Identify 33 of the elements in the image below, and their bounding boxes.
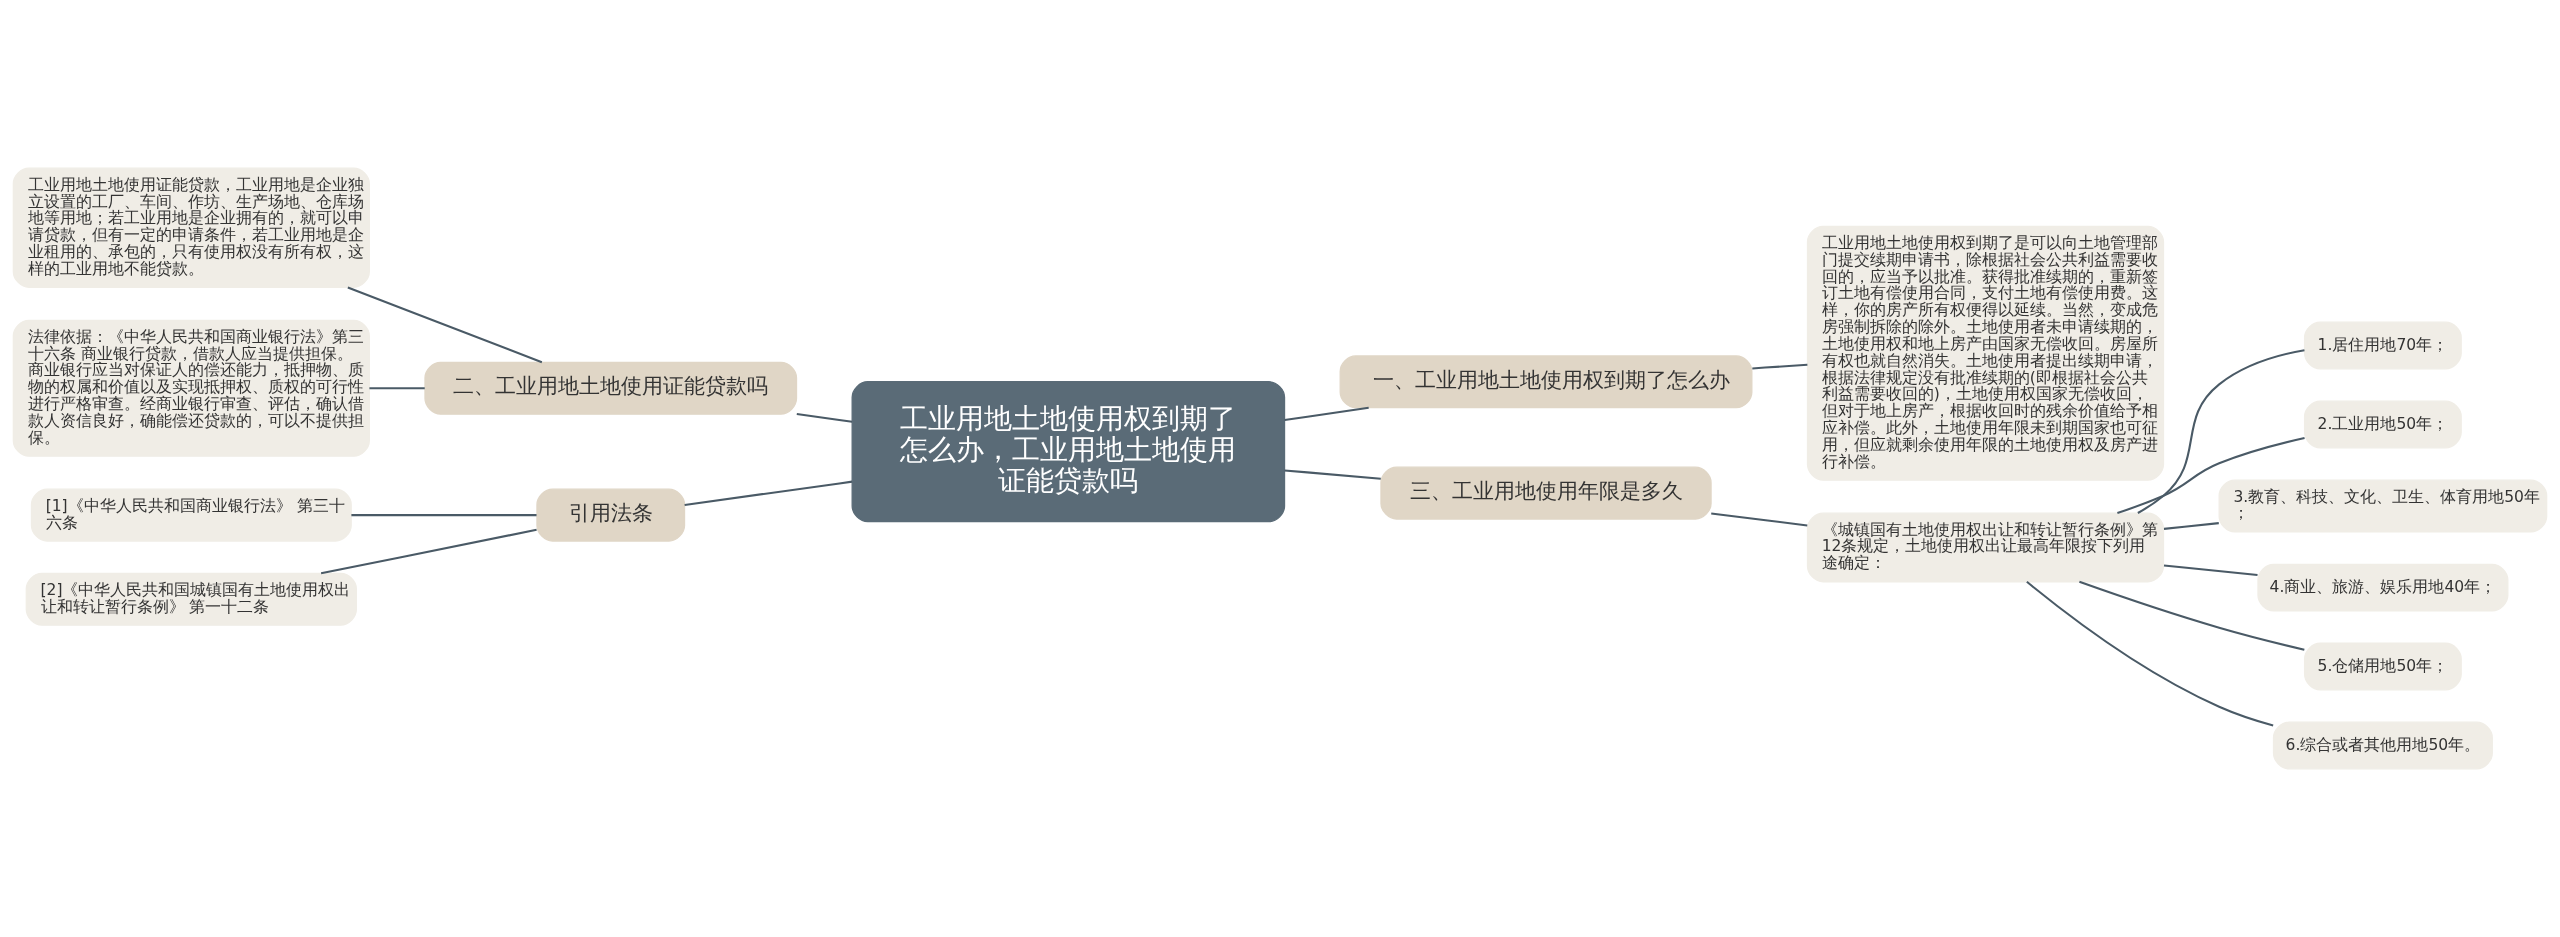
node-box: 工业用地土地使用权到期了是可以向土地管理部门提交续期申请书，除根据社会公共利益需要收回的，应当予以批准。获得批准续期的，重新签订土地有偿使用合同，支付土地有偿使用费。这样，你的房产所有权便得以延续。当然，变成危房强制拆除的除外。土地使用者未申请续期的，土地使用权和地上房产由国家无偿收回。房屋所有权也就自然消失。土地使用者提出续期申请，根据法律规定没有批准续期的(即根据社会公共利益需要收回的)，土地使用权国家无偿收回，但对于地上房产，根据收回时的残余价值给予相应补偿。此外，土地使用年限未到期国家也可征用，但应就剩余使用年限的土地使用权及房产进行补偿。 [1806, 225, 2165, 481]
connector [2026, 580, 2274, 727]
connector [796, 412, 853, 423]
connector [1752, 363, 1808, 370]
node-box: 引用法条 [536, 488, 686, 542]
node-box: 工业用地土地使用证能贷款，工业用地是企业独立设置的工厂、车间、作坊、生产场地、仓库场地等用地；若工业用地是企业拥有的，就可以申请贷款，但有一定的申请条件，若工业用地是企业租用的、承包的，只有使用权没有所有权，这样的工业用地不能贷款。 [12, 167, 370, 288]
node-box: [2]《中华人民共和国城镇国有土地使用权出让和转让暂行条例》 第一十二条 [25, 572, 358, 626]
connector [369, 387, 425, 390]
connector [347, 286, 543, 364]
node-box: [1]《中华人民共和国商业银行法》 第三十六条 [30, 488, 352, 542]
connector [2117, 437, 2305, 515]
node-box: 一、工业用地土地使用权到期了怎么办 [1339, 355, 1753, 409]
connector [2079, 580, 2305, 651]
node-box: 2.工业用地50年； [2303, 400, 2462, 449]
node-box: 《城镇国有土地使用权出让和转让暂行条例》第12条规定，土地使用权出让最高年限按下列用途确定： [1806, 512, 2165, 583]
node-box: 4.商业、旅游、娱乐用地40年； [2257, 563, 2509, 612]
node-box: 法律依据：《中华人民共和国商业银行法》第三十六条 商业银行贷款，借款人应当提供担保。商业银行应当对保证人的偿还能力，抵押物、质物的权属和价值以及实现抵押权、质权的可行性进行严格审查。经商业银行审查、评估，确认借款人资信良好，确能偿还贷款的，可以不提供担保。 [12, 319, 370, 457]
connector [320, 528, 537, 575]
connector [2163, 564, 2258, 576]
connector [351, 514, 537, 517]
node-box: 三、工业用地使用年限是多久 [1380, 466, 1712, 520]
node-box: 3.教育、科技、文化、卫生、体育用地50年； [2218, 479, 2548, 533]
node-box: 6.综合或者其他用地50年。 [2272, 721, 2493, 770]
connector [1284, 469, 1381, 480]
connector [2137, 349, 2305, 514]
connector [1284, 406, 1369, 422]
node-box: 二、工业用地土地使用证能贷款吗 [424, 361, 798, 415]
node-box: 工业用地土地使用权到期了怎么办，工业用地土地使用证能贷款吗 [851, 381, 1286, 523]
node-box: 1.居住用地70年； [2303, 321, 2462, 370]
node-box: 5.仓储用地50年； [2303, 642, 2462, 691]
connector [2163, 522, 2219, 530]
connector [684, 480, 853, 506]
connector [1711, 512, 1808, 527]
